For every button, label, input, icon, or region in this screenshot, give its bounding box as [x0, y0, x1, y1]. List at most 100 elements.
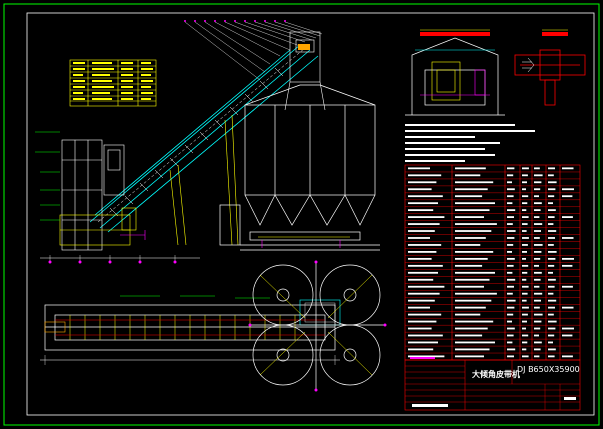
bom-cell-text — [507, 230, 516, 232]
bom-cell-text — [408, 244, 442, 246]
bom-cell-text — [548, 341, 553, 344]
bom-cell-text — [408, 341, 438, 344]
bom-cell-text — [408, 264, 443, 267]
bom-cell-text — [455, 264, 483, 267]
bom-cell-text — [507, 216, 514, 218]
bom-cell-text — [455, 278, 490, 281]
bom-cell-text — [408, 271, 438, 274]
bom-cell-text — [507, 306, 515, 309]
bom-cell-text — [522, 237, 529, 239]
bom-cell-text — [408, 257, 432, 260]
bom-cell-text — [455, 257, 488, 260]
bom-cell-text — [408, 306, 430, 309]
bom-cell-text — [522, 216, 529, 218]
bom-cell-text — [562, 327, 574, 330]
bom-cell-text — [534, 223, 543, 225]
bom-cell-text — [408, 174, 442, 177]
bom-cell-text — [534, 237, 540, 239]
bom-cell-text — [507, 257, 515, 260]
bom-cell-text — [562, 334, 573, 337]
bom-cell-text — [408, 334, 443, 337]
bom-cell-text — [562, 285, 573, 288]
bom-cell-text — [534, 320, 542, 323]
bom-cell-text — [408, 251, 437, 253]
bom-cell-text — [408, 209, 434, 212]
bom-cell-text — [534, 202, 542, 205]
bom-cell-text — [562, 257, 574, 260]
bom-cell-text — [522, 327, 526, 330]
bom-cell-text — [522, 334, 529, 337]
bom-cell-text — [455, 167, 486, 170]
bom-cell-text — [455, 244, 481, 246]
bom-cell-text — [455, 251, 494, 253]
plan-view — [40, 295, 341, 365]
bom-cell-text — [534, 341, 542, 344]
bom-cell-text — [548, 174, 554, 177]
bom-cell-text — [522, 244, 528, 246]
bom-cell-text — [534, 230, 541, 232]
bom-cell-text — [534, 306, 540, 309]
bom-cell-text — [548, 306, 555, 309]
detail-view — [514, 29, 586, 106]
bom-cell-text — [548, 320, 557, 323]
bom-cell-text — [522, 341, 528, 344]
bom-cell-text — [534, 257, 541, 260]
bom-cell-text — [408, 181, 437, 184]
bom-cell-text — [534, 167, 540, 170]
bom-cell-text — [507, 348, 516, 351]
bom-cell-text — [455, 271, 495, 274]
bom-cell-text — [548, 285, 555, 288]
bom-cell-text — [507, 355, 514, 358]
silo-elevation — [219, 84, 380, 251]
bom-cell-text — [455, 327, 488, 330]
bom-cell-text — [507, 195, 514, 198]
bom-cell-text — [455, 334, 483, 337]
outer-frame — [3, 3, 600, 426]
bom-cell-text — [548, 327, 556, 330]
bom-cell-text — [562, 264, 573, 267]
bom-cell-text — [534, 251, 542, 253]
bom-cell-text — [548, 355, 555, 358]
bom-cell-text — [522, 257, 526, 260]
bom-cell-text — [534, 244, 543, 246]
bom-cell-text — [522, 320, 527, 323]
bom-cell-text — [507, 209, 516, 212]
bom-cell-text — [455, 348, 490, 351]
bom-cell-text — [507, 334, 514, 337]
bom-cell-text — [455, 216, 484, 218]
bom-cell-text — [548, 223, 554, 225]
bom-cell-text — [522, 209, 527, 212]
bom-cell-text — [548, 257, 556, 260]
bom-cell-text — [522, 251, 527, 253]
bom-cell-text — [507, 327, 515, 330]
bom-cell-text — [455, 355, 484, 358]
bom-cell-text — [455, 174, 481, 177]
bom-cell-text — [522, 271, 528, 274]
bom-cell-text — [408, 216, 445, 218]
bom-cell-text — [507, 285, 514, 288]
bom-cell-text — [522, 285, 529, 288]
bom-cell-text — [534, 216, 540, 218]
bom-cell-text — [408, 188, 432, 191]
bom-cell-text — [548, 271, 553, 274]
bom-cell-text — [534, 334, 539, 337]
bom-cell-text — [534, 292, 543, 295]
bom-cell-text — [534, 327, 541, 330]
bom-cell-text — [507, 292, 513, 295]
bom-cell-text — [548, 188, 556, 191]
bom-cell-text — [548, 278, 556, 281]
bom-cell-text — [408, 195, 443, 198]
bom-cell-text — [507, 223, 513, 225]
bom-cell-text — [507, 341, 513, 344]
bom-cell-text — [455, 202, 495, 205]
bom-cell-text — [548, 216, 555, 218]
bom-cell-text — [455, 285, 484, 288]
bom-cell-text — [548, 313, 554, 316]
bom-cell-text — [507, 251, 512, 253]
bom-cell-text — [507, 237, 515, 239]
bom-cell-text — [534, 195, 539, 198]
bom-cell-text — [548, 202, 553, 205]
bom-cell-text — [548, 195, 555, 198]
bom-cell-text — [408, 348, 434, 351]
